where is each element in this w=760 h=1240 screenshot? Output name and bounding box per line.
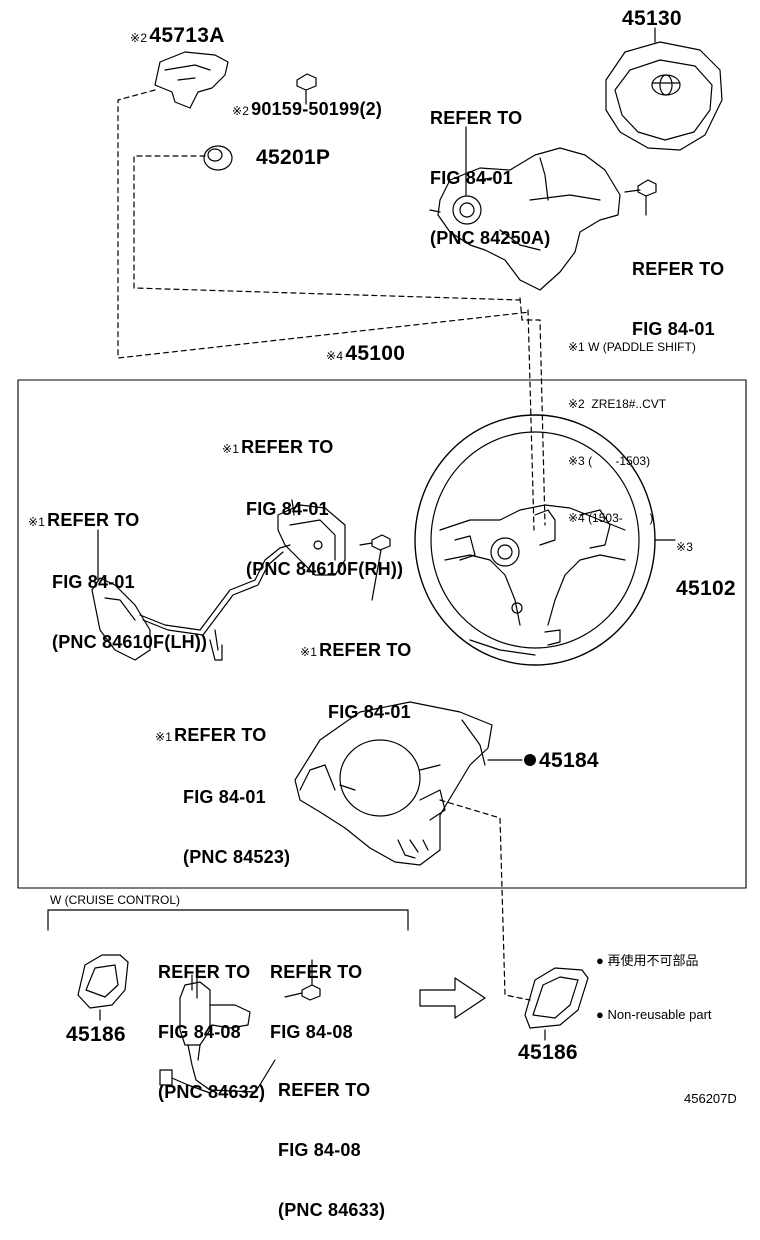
dashed-leader-45713a (117, 89, 531, 359)
ref-84-08: REFER TO FIG 84-08 (270, 962, 363, 1042)
legend: ※1 W (PADDLE SHIFT) ※2 ZRE18#..CVT ※3 ( … (568, 340, 696, 525)
dashed-leader-vertical-1 (527, 309, 535, 531)
cruise-control-label: W (CRUISE CONTROL) (50, 893, 180, 907)
paddle-rh-shape (277, 499, 346, 576)
label-45184: 45184 (539, 749, 599, 772)
label-45130: 45130 (622, 7, 682, 30)
leader-84633 (257, 1059, 276, 1089)
label-45186-right: 45186 (518, 1041, 578, 1064)
ref-84250a: REFER TO FIG 84-01 (PNC 84250A) (430, 108, 551, 248)
cruise-switch-shape (179, 974, 251, 1061)
cruise-cover-left-shape (77, 954, 129, 1009)
wire-harness-shape (139, 544, 291, 661)
parts-diagram (17, 27, 747, 1094)
dashed-leader-45201p (133, 155, 521, 301)
nonreuse-mark-45184 (524, 754, 536, 766)
cruise-bracket (47, 909, 409, 931)
ref-84632: REFER TO FIG 84-08 (PNC 84632) (158, 962, 266, 1102)
wire-harness-shape-2 (142, 551, 284, 636)
cruise-wire-shape (159, 1044, 256, 1094)
airbag-45130-shape (605, 41, 723, 151)
label-45201p: 45201P (256, 146, 331, 169)
assembly-box (17, 379, 747, 889)
steering-wheel-shape (414, 414, 656, 666)
paddle-lh-shape (91, 529, 151, 661)
bolt-90159-shape (296, 73, 317, 105)
screw-shape (359, 534, 391, 601)
cruise-cover-right-shape (524, 967, 589, 1029)
upper-cover-shape (429, 147, 621, 291)
label-45100: ※445100 (326, 342, 406, 365)
label-45713a: ※245713A (130, 24, 225, 47)
label-45186-left: 45186 (66, 1023, 126, 1046)
bolt-cruise-shape (284, 959, 321, 1001)
ref-84633: REFER TO FIG 84-08 (PNC 84633) (278, 1080, 386, 1220)
dashed-leader-vertical-2 (519, 297, 546, 526)
dashed-leader-45186 (439, 799, 531, 1001)
diagram-id: 456207D (684, 1091, 737, 1106)
bolt-right-upper-shape (624, 179, 657, 216)
replacement-arrow (419, 977, 486, 1019)
label-45102: ※3 45102 (676, 540, 736, 600)
nut-45201p-shape (203, 145, 233, 171)
part-45713a-shape (154, 51, 229, 109)
lower-cover-shape (294, 701, 493, 866)
ref-right-bolt: REFER TO FIG 84-01 (632, 259, 725, 339)
nonreuse-legend: ● 再使用不可部品 ● Non-reusable part (596, 953, 712, 1022)
